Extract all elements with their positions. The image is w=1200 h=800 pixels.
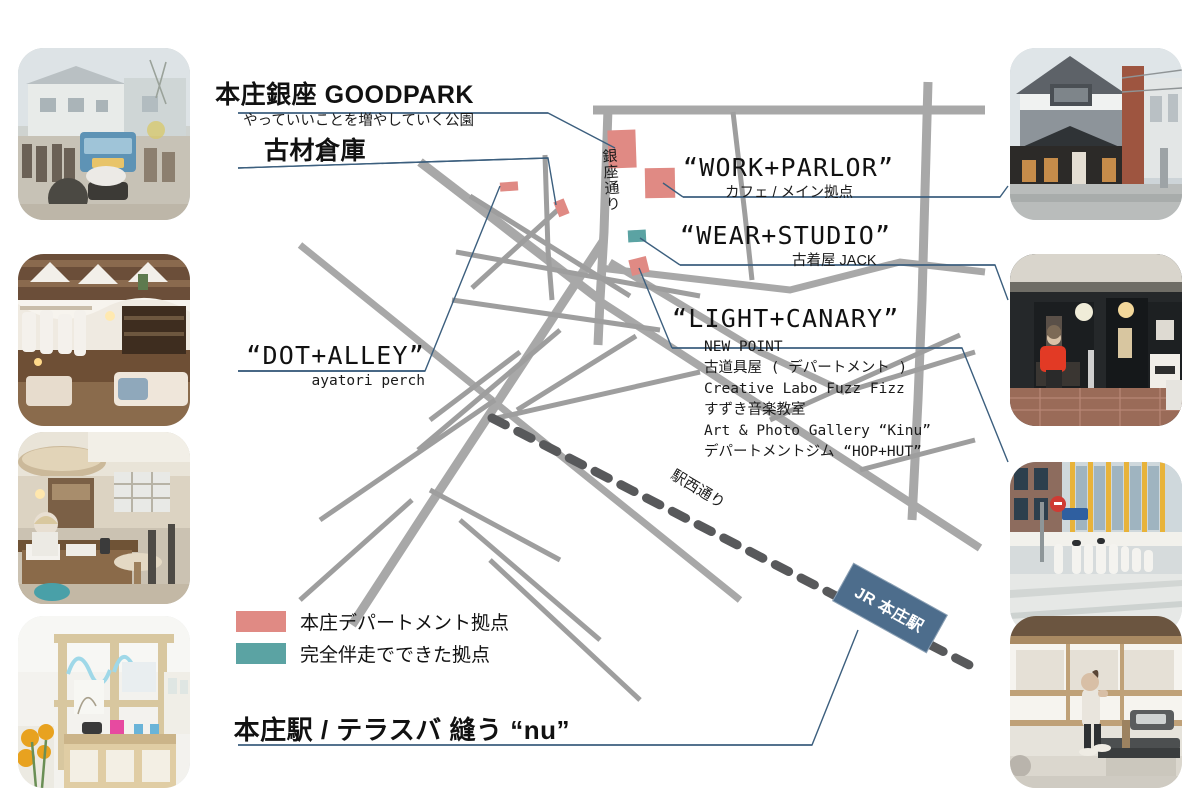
work-parlor-title: “WORK+PARLOR” — [683, 153, 895, 182]
station-bottom-title: 本庄駅 / テラスバ 縫う “nu” — [233, 715, 570, 745]
light-canary-line: Creative Labo Fuzz Fizz — [704, 381, 905, 398]
photo-nu-counter — [18, 616, 190, 788]
wear-studio-sub: 古着屋 JACK — [792, 253, 877, 269]
photo-cafe-workspace — [18, 432, 190, 604]
light-canary-lines: NEW POINT 古道具屋 ( デパートメント ) Creative Labo F… — [704, 337, 931, 463]
street-name-ginza-dori: 銀座通り — [599, 147, 622, 213]
light-canary-line: Art & Photo Gallery “Kinu” — [704, 423, 931, 440]
photo-work-parlor-exterior — [1010, 48, 1182, 220]
legend-swatch-companion — [236, 643, 286, 664]
label-dot-alley: “DOT+ALLEY” ayatori perch — [0, 342, 425, 392]
dot-alley-title: “DOT+ALLEY” — [246, 341, 425, 370]
light-canary-line: 古道具屋 ( デパートメント ) — [704, 360, 908, 377]
wear-studio-title: “WEAR+STUDIO” — [680, 221, 892, 250]
photo-street-corner-group — [1010, 462, 1182, 634]
kozai-title: 古材倉庫 — [263, 137, 366, 165]
goodpark-title: 本庄銀座 GOODPARK — [215, 81, 474, 109]
light-canary-line: すずき音楽教室 — [704, 402, 806, 419]
title-underlines — [237, 112, 1000, 746]
legend-swatch-department — [236, 611, 286, 632]
goodpark-sub: やっていいことを増やしていく公園 — [243, 113, 474, 129]
label-station-bottom: 本庄駅 / テラスバ 縫う “nu” — [0, 716, 570, 744]
dot-alley-sub: ayatori perch — [311, 373, 426, 389]
photo-gym-treadmill — [1010, 616, 1182, 788]
label-goodpark: 本庄銀座 GOODPARK やっていいことを増やしていく公園 — [0, 82, 474, 130]
legend-row-companion: 完全伴走でできた拠点 — [236, 640, 509, 667]
work-parlor-sub: カフェ / メイン拠点 — [725, 185, 854, 201]
label-light-canary: “LIGHT+CANARY” NEW POINT 古道具屋 ( デパートメント )… — [672, 305, 931, 463]
legend-label-department: 本庄デパートメント拠点 — [300, 613, 510, 634]
photo-jack-storefront — [1010, 254, 1182, 426]
legend: 本庄デパートメント拠点 完全伴走でできた拠点 — [236, 608, 509, 672]
legend-row-department: 本庄デパートメント拠点 — [236, 608, 509, 635]
label-kozai-souko: 古材倉庫 — [0, 138, 366, 165]
building-markers — [499, 129, 676, 276]
light-canary-line: デパートメントジム “HOP+HUT” — [704, 444, 922, 461]
label-wear-studio: “WEAR+STUDIO” 古着屋 JACK — [680, 222, 891, 270]
photo-market-van — [18, 48, 190, 220]
light-canary-title: “LIGHT+CANARY” — [672, 304, 900, 333]
label-work-parlor: “WORK+PARLOR” カフェ / メイン拠点 — [683, 154, 894, 202]
legend-label-companion: 完全伴走でできた拠点 — [300, 645, 491, 666]
photo-shop-interior — [18, 254, 190, 426]
light-canary-line: NEW POINT — [704, 339, 783, 355]
